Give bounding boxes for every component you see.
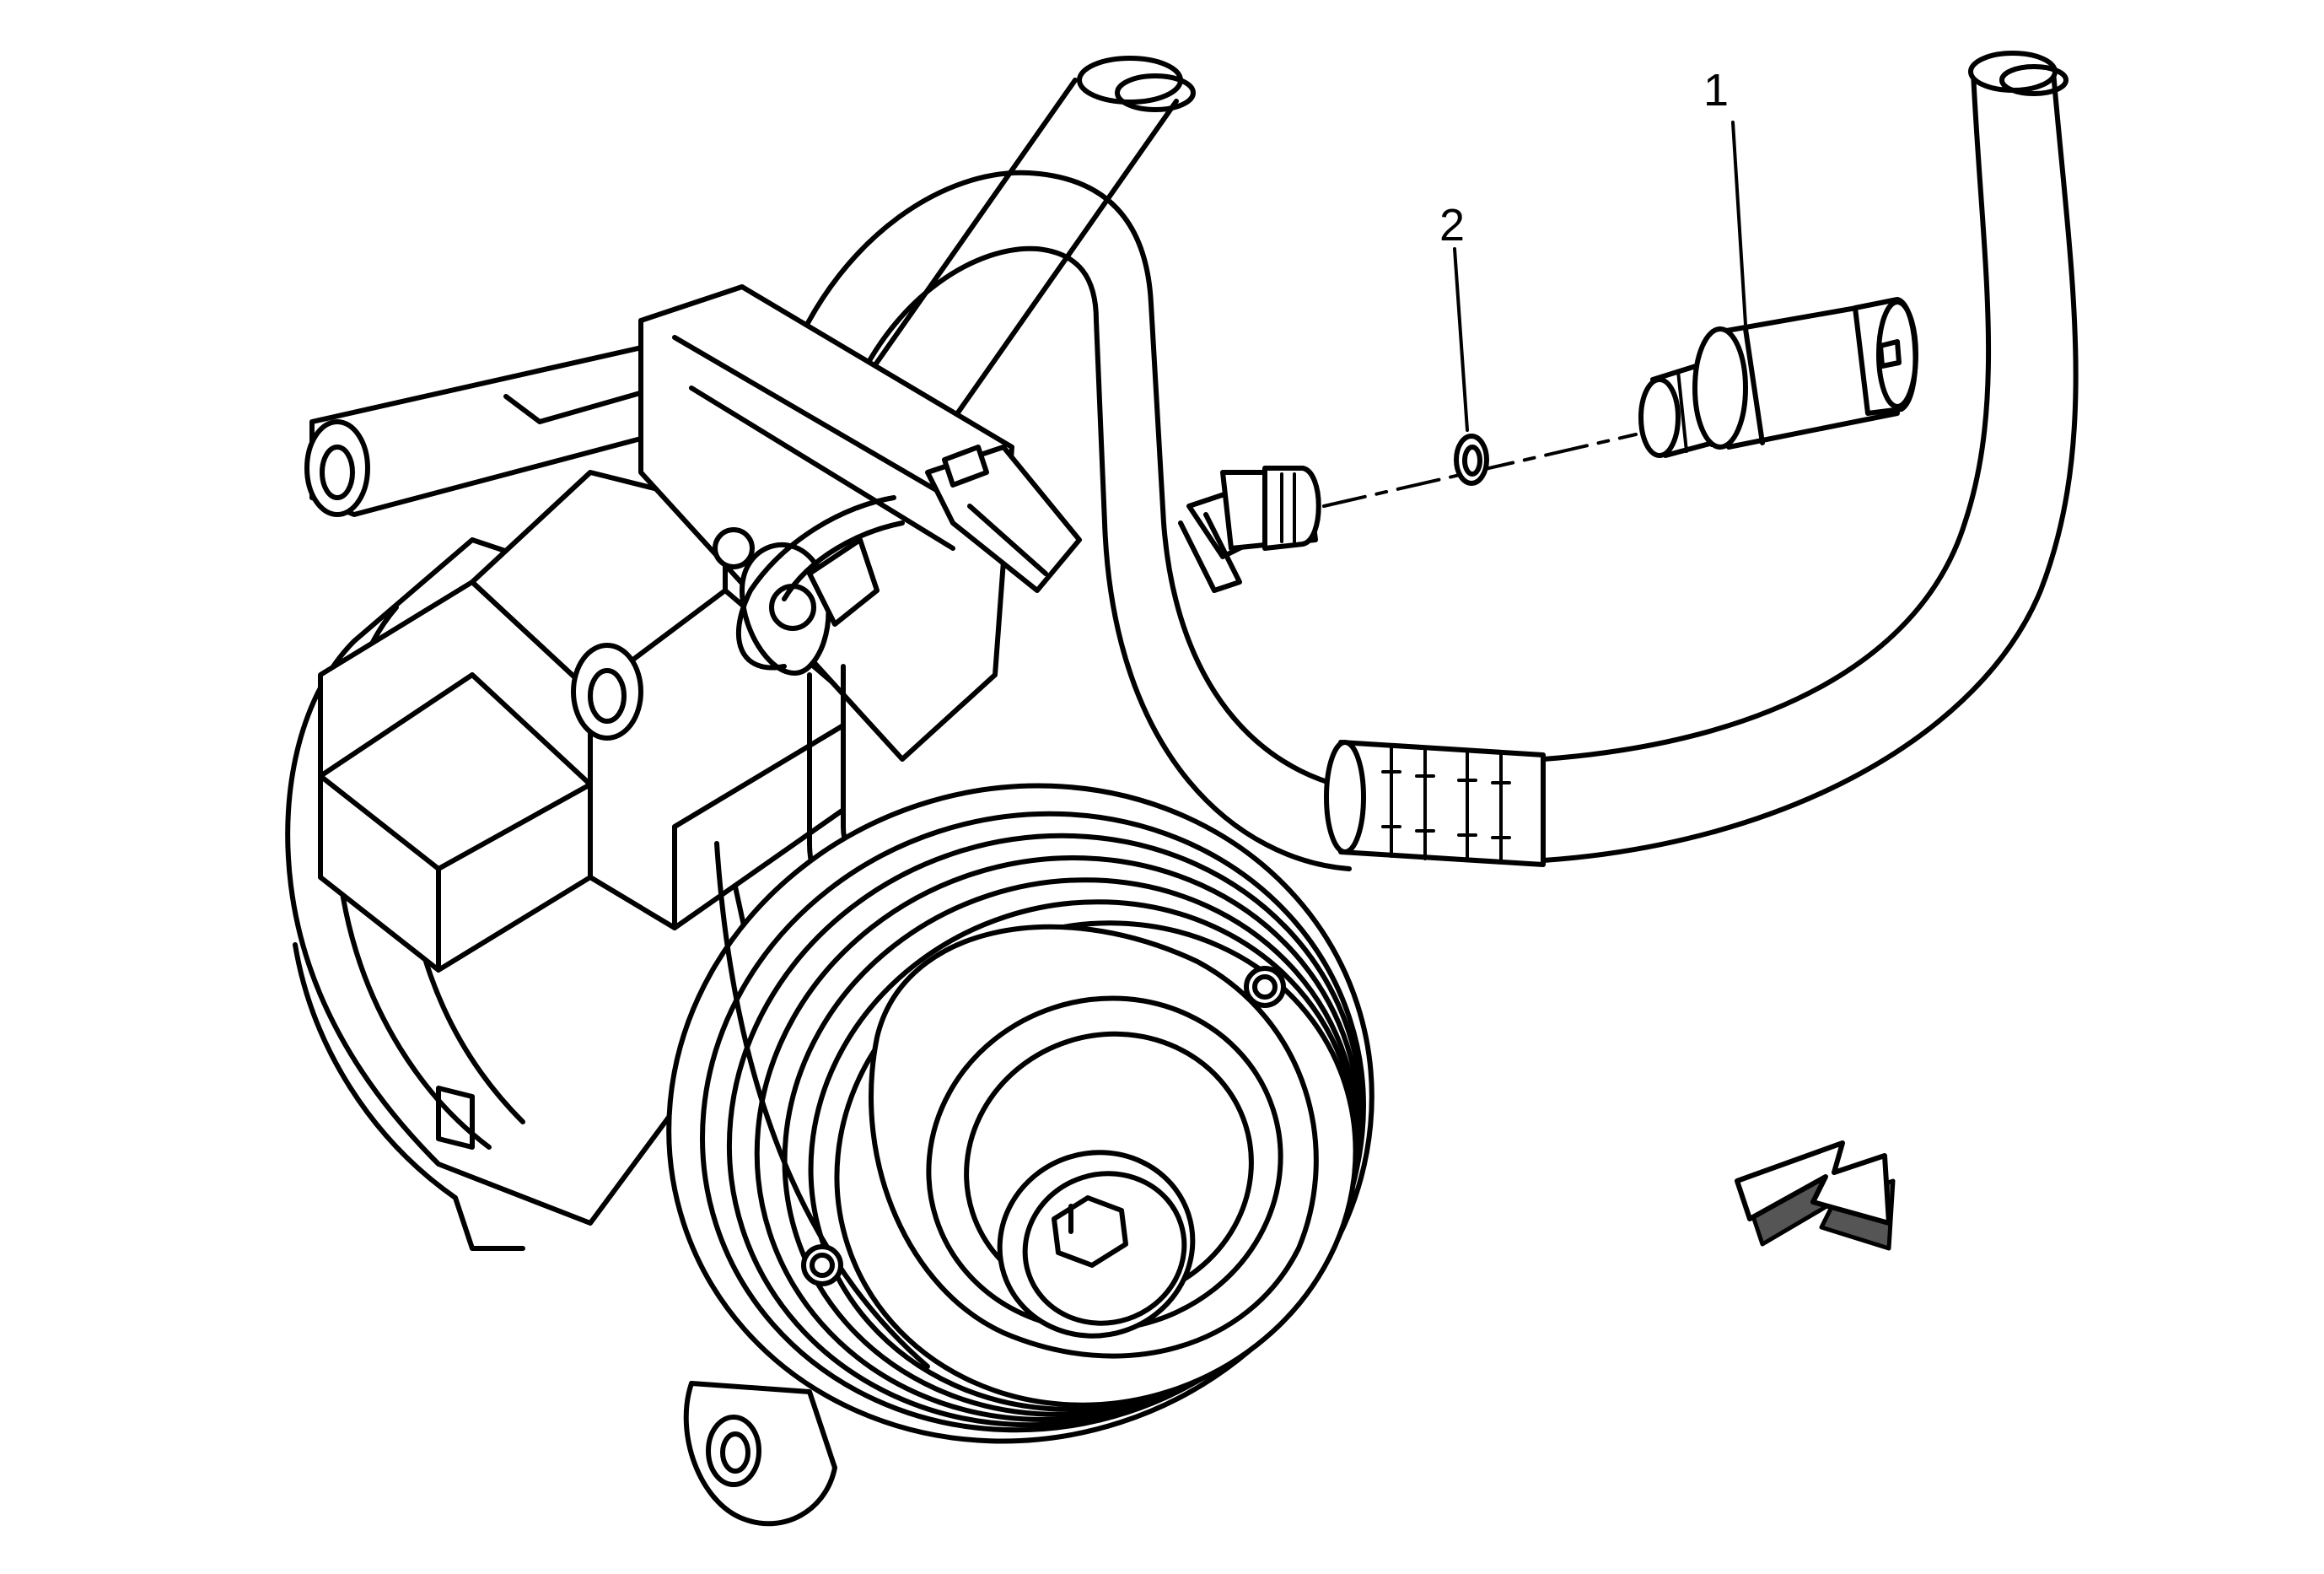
compressor-mounting-bracket — [304, 343, 677, 517]
pressure-sensor — [1638, 297, 1918, 458]
hose-crimp-ferrule — [1324, 740, 1546, 867]
seal — [1454, 434, 1489, 486]
callout-1: 1 — [1703, 65, 1747, 326]
compressor-discharge-port — [1178, 466, 1321, 593]
front-arrow-icon — [1735, 1140, 1896, 1251]
compressor-body — [285, 470, 846, 1251]
callout-1-number: 1 — [1703, 65, 1729, 116]
clutch-hub — [801, 924, 1319, 1359]
discharge-hose — [1541, 51, 2079, 863]
lower-mount-ear — [683, 1381, 837, 1527]
suction-hose-loop — [790, 170, 1385, 871]
callout-2-number: 2 — [1439, 200, 1465, 251]
callout-2: 2 — [1439, 200, 1469, 432]
